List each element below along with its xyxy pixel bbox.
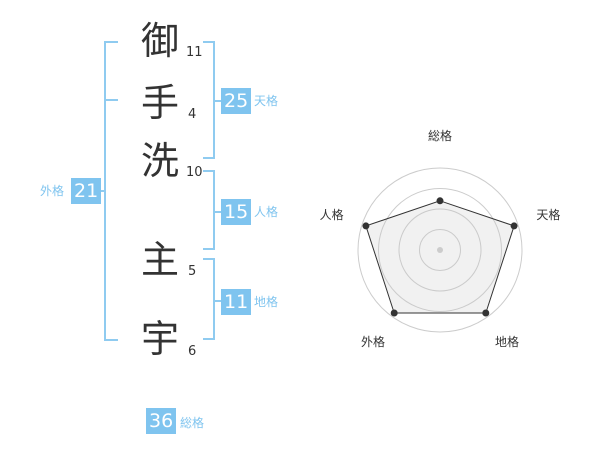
gaikaku-badge: 21 [71, 178, 102, 204]
jinkaku-bracket-top [203, 170, 215, 172]
gaikaku-label: 外格 [40, 184, 65, 198]
radar-axis-label-2: 天格 [536, 207, 560, 222]
stroke-count-5: 6 [188, 344, 197, 359]
radar-ring-4 [357, 167, 523, 333]
tenkaku-bracket-top [203, 41, 215, 43]
stroke-count-4: 5 [188, 264, 197, 279]
radar-point-4 [390, 309, 398, 317]
tenkaku-label: 天格 [254, 94, 279, 108]
jinkaku-label: 人格 [254, 205, 279, 219]
soukaku-label: 総格 [180, 416, 205, 430]
chikaku-bracket-top [203, 258, 215, 260]
radar-axis-label-1: 総格 [428, 128, 452, 143]
radar-ring-2 [398, 208, 482, 292]
gaikaku-bracket-mid [104, 99, 118, 101]
radar-point-2 [510, 222, 518, 230]
name-char-5: 宇 [140, 317, 179, 361]
chikaku-bracket-bottom [203, 338, 215, 340]
stroke-count-1: 11 [186, 45, 203, 60]
radar-axis-label-4: 外格 [361, 334, 385, 349]
radar-axis-label-3: 地格 [495, 334, 519, 349]
radar-center-dot [437, 247, 443, 253]
tenkaku-badge: 25 [221, 88, 252, 114]
radar-point-1 [436, 197, 444, 205]
radar-ring-1 [419, 229, 461, 271]
jinkaku-bracket-vertical [213, 170, 215, 250]
stroke-count-3: 10 [186, 165, 203, 180]
name-char-4: 主 [140, 238, 179, 282]
gaikaku-bracket-top [104, 41, 118, 43]
radar-point-5 [362, 222, 370, 230]
chikaku-connector [213, 300, 221, 302]
tenkaku-connector [213, 100, 221, 102]
jinkaku-connector [213, 211, 221, 213]
chikaku-label: 地格 [254, 295, 279, 309]
soukaku-badge: 36 [146, 408, 177, 434]
radar-point-3 [482, 309, 490, 317]
stroke-count-2: 4 [188, 107, 197, 122]
name-char-2: 手 [140, 81, 179, 125]
gaikaku-bracket-vertical [104, 41, 106, 341]
gaikaku-bracket-bottom [104, 339, 118, 341]
radar-axis-label-5: 人格 [320, 207, 344, 222]
chikaku-bracket-vertical [213, 258, 215, 340]
jinkaku-badge: 15 [221, 199, 252, 225]
jinkaku-bracket-bottom [203, 248, 215, 250]
name-char-1: 御 [140, 19, 179, 63]
radar-polygon [365, 200, 515, 314]
name-char-3: 洗 [140, 139, 179, 183]
tenkaku-bracket-bottom [203, 157, 215, 159]
radar-ring-3 [378, 188, 502, 312]
chikaku-badge: 11 [221, 289, 252, 315]
